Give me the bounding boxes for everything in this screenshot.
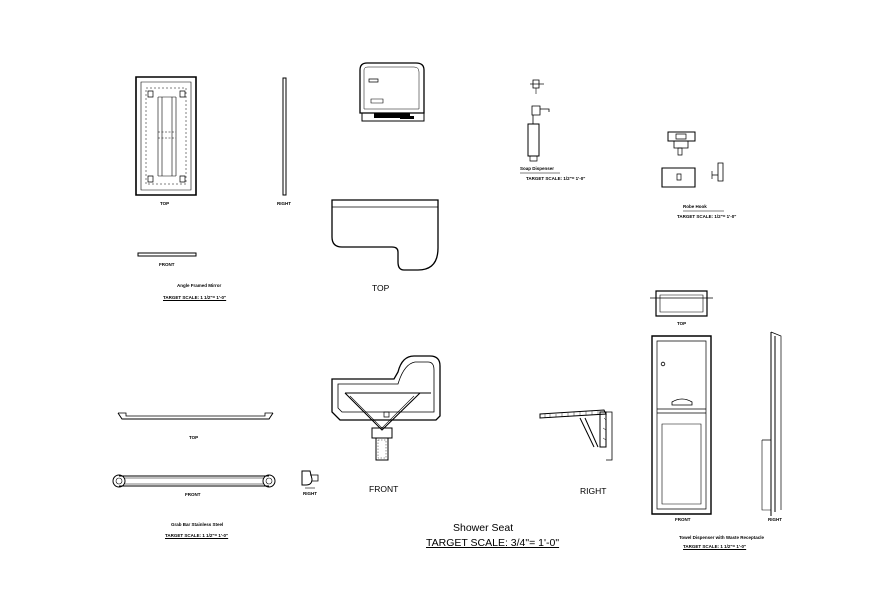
towel-dispenser-front-label: FRONT: [675, 517, 691, 522]
shower-seat-scale: TARGET SCALE: 3/4"= 1'-0": [426, 537, 560, 549]
towel-dispenser-top-label: TOP: [677, 321, 687, 326]
soap-dispenser-scale: TARGET SCALE: 1/2"= 1'-0": [526, 176, 586, 181]
mirror-right-label: RIGHT: [277, 201, 291, 206]
grab-bar-top-view: [118, 413, 273, 419]
grab-bar-right-label: RIGHT: [303, 491, 317, 496]
hand-dryer-front-view: [360, 63, 424, 121]
grab-bar-front-view: [113, 475, 275, 487]
mirror-front-label: FRONT: [159, 262, 175, 267]
shower-seat-right-label: RIGHT: [580, 486, 607, 496]
robe-hook-caption: Robe Hook: [683, 204, 707, 209]
robe-hook-drawing: [662, 132, 724, 211]
grab-bar-front-label: FRONT: [185, 492, 201, 497]
grab-bar-top-label: TOP: [189, 435, 199, 440]
towel-dispenser-title: Towel Dispenser with Waste Receptacle: [679, 535, 765, 540]
robe-hook-scale: TARGET SCALE: 1/2"= 1'-0": [677, 214, 737, 219]
mirror-right-view: [283, 78, 286, 195]
towel-dispenser-right-view: [762, 332, 781, 516]
grab-bar-title: Grab Bar Stainless Steel: [171, 522, 224, 527]
shower-seat-front-view: [332, 356, 440, 460]
shower-seat-title: Shower Seat: [453, 522, 514, 534]
grab-bar-right-view: [302, 471, 318, 488]
mirror-title: Angle Framed Mirror: [177, 283, 222, 288]
towel-dispenser-front-view: [652, 336, 711, 514]
mirror-front-view: [138, 253, 196, 256]
shower-seat-right-view: [540, 410, 612, 460]
counter-top-view: [332, 200, 438, 270]
shower-seat-front-label: FRONT: [369, 484, 399, 494]
counter-top-label: TOP: [372, 283, 390, 293]
mirror-top-view: [136, 77, 196, 195]
soap-dispenser-caption: Soap Dispenser: [520, 166, 555, 171]
towel-dispenser-top-view: [650, 291, 713, 316]
towel-dispenser-scale: TARGET SCALE: 1 1/2"= 1'-0": [683, 544, 747, 549]
mirror-top-label: TOP: [160, 201, 170, 206]
mirror-scale: TARGET SCALE: 1 1/2"= 1'-0": [163, 295, 227, 300]
towel-dispenser-right-label: RIGHT: [768, 517, 782, 522]
grab-bar-scale: TARGET SCALE: 1 1/2"= 1'-0": [165, 533, 229, 538]
soap-dispenser-drawing: [520, 80, 560, 173]
